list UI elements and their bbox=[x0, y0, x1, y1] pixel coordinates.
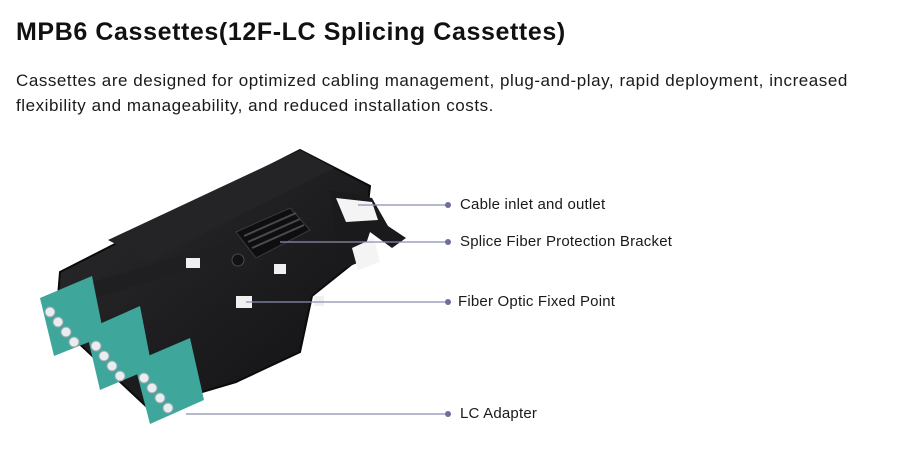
callout-cable-inlet-outlet: Cable inlet and outlet bbox=[460, 196, 606, 213]
lc-adapter-row bbox=[40, 276, 204, 424]
fixed-point-markers bbox=[186, 258, 324, 308]
callout-fiber-optic-fixed-point: Fiber Optic Fixed Point bbox=[458, 293, 616, 310]
cassette-illustration bbox=[40, 148, 451, 424]
callout-lines bbox=[186, 202, 451, 417]
page-title: MPB6 Cassettes(12F-LC Splicing Cassettes… bbox=[16, 18, 566, 46]
splice-bracket bbox=[231, 207, 311, 267]
callout-lc-adapter: LC Adapter bbox=[460, 405, 538, 422]
page-description: Cassettes are designed for optimized cab… bbox=[16, 71, 848, 115]
cable-inlet-cutout bbox=[336, 198, 380, 270]
cassette-figure: Cable inlet and outlet Splice Fiber Prot… bbox=[0, 140, 904, 464]
callout-splice-fiber-bracket: Splice Fiber Protection Bracket bbox=[460, 233, 673, 250]
